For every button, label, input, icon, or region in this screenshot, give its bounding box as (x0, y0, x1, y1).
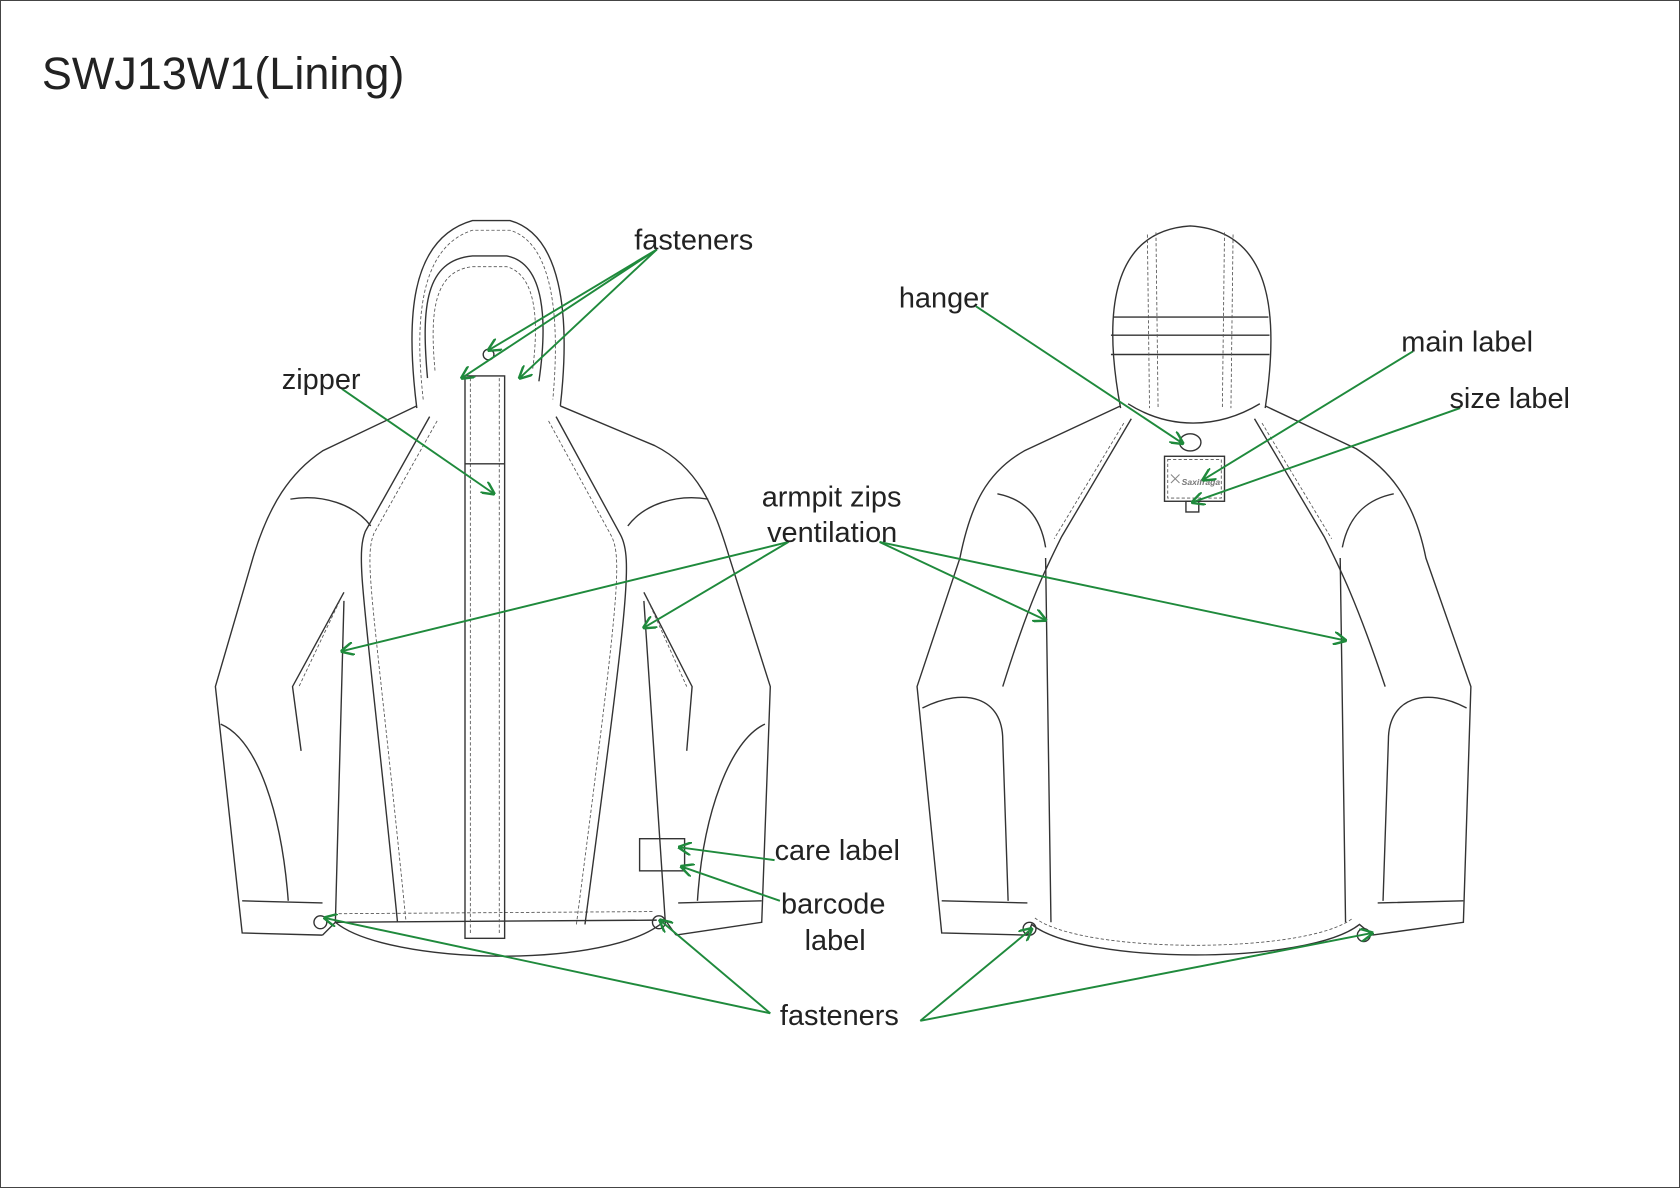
label-hanger: hanger (899, 282, 989, 314)
back-jacket-drawing: Saxifraga (916, 225, 1472, 956)
label-armpit-zips: armpit zips (762, 482, 902, 514)
label-size-label: size label (1449, 383, 1570, 415)
label-fasteners-top: fasteners (634, 225, 753, 257)
label-care-label: care label (775, 835, 900, 867)
brand-logo: Saxifraga (1182, 477, 1221, 487)
label-barcode-label: label (805, 925, 866, 957)
front-jacket-drawing (214, 219, 771, 957)
label-zipper: zipper (282, 364, 361, 396)
label-main-label: main label (1401, 326, 1533, 358)
label-ventilation: ventilation (767, 517, 897, 549)
annotation-arrows (325, 248, 1461, 1022)
size-label-tag (1185, 500, 1200, 513)
sheet-title: SWJ13W1(Lining) (42, 48, 405, 99)
label-barcode: barcode (781, 889, 885, 921)
label-fasteners-bottom: fasteners (780, 1000, 899, 1032)
